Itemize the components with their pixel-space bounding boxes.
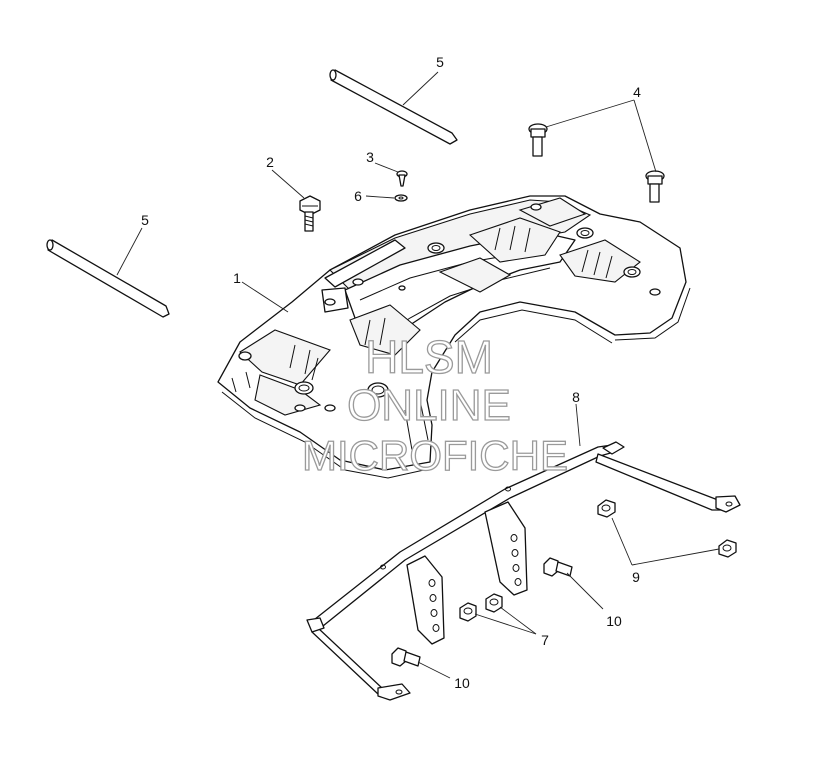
rod-part-5-left[interactable]: [46, 239, 170, 318]
support-frame-part-8[interactable]: [306, 441, 741, 701]
callout-5-left: 5: [141, 212, 149, 228]
watermark-line-3: MICROFICHE: [302, 432, 568, 479]
callout-3: 3: [366, 149, 374, 165]
watermark: HLSM ONLINE MICROFICHE: [301, 330, 568, 479]
callout-numbers: 1 2 3 4 5 5 6 7 8 9 10 10: [141, 54, 641, 691]
callout-7: 7: [541, 632, 549, 648]
nut-part-9-right[interactable]: [718, 539, 737, 558]
bolt-part-2[interactable]: [299, 195, 321, 232]
watermark-line-1: HLSM: [365, 331, 493, 383]
screw-part-3[interactable]: [396, 170, 408, 187]
nut-part-7-left[interactable]: [459, 602, 477, 622]
nut-part-9-left[interactable]: [597, 499, 616, 518]
bolt-part-10-upper[interactable]: [543, 557, 573, 577]
bolt-part-4-right[interactable]: [645, 170, 665, 203]
leader-lines: [116, 71, 720, 679]
callout-9: 9: [632, 569, 640, 585]
callout-1: 1: [233, 270, 241, 286]
callout-8: 8: [572, 389, 580, 405]
bolt-part-4-left[interactable]: [528, 123, 548, 157]
callout-5-upper: 5: [436, 54, 444, 70]
nut-part-7-right[interactable]: [485, 593, 503, 613]
bolt-part-10-lower[interactable]: [391, 647, 421, 667]
callout-6: 6: [354, 188, 362, 204]
callout-10-lower: 10: [454, 675, 470, 691]
rack-part-1[interactable]: [217, 195, 691, 479]
watermark-line-2: ONLINE: [347, 381, 511, 430]
callout-4: 4: [633, 84, 641, 100]
callout-10-upper: 10: [606, 613, 622, 629]
washer-part-6[interactable]: [394, 194, 408, 202]
callout-2: 2: [266, 154, 274, 170]
rod-part-5-upper[interactable]: [329, 69, 458, 145]
